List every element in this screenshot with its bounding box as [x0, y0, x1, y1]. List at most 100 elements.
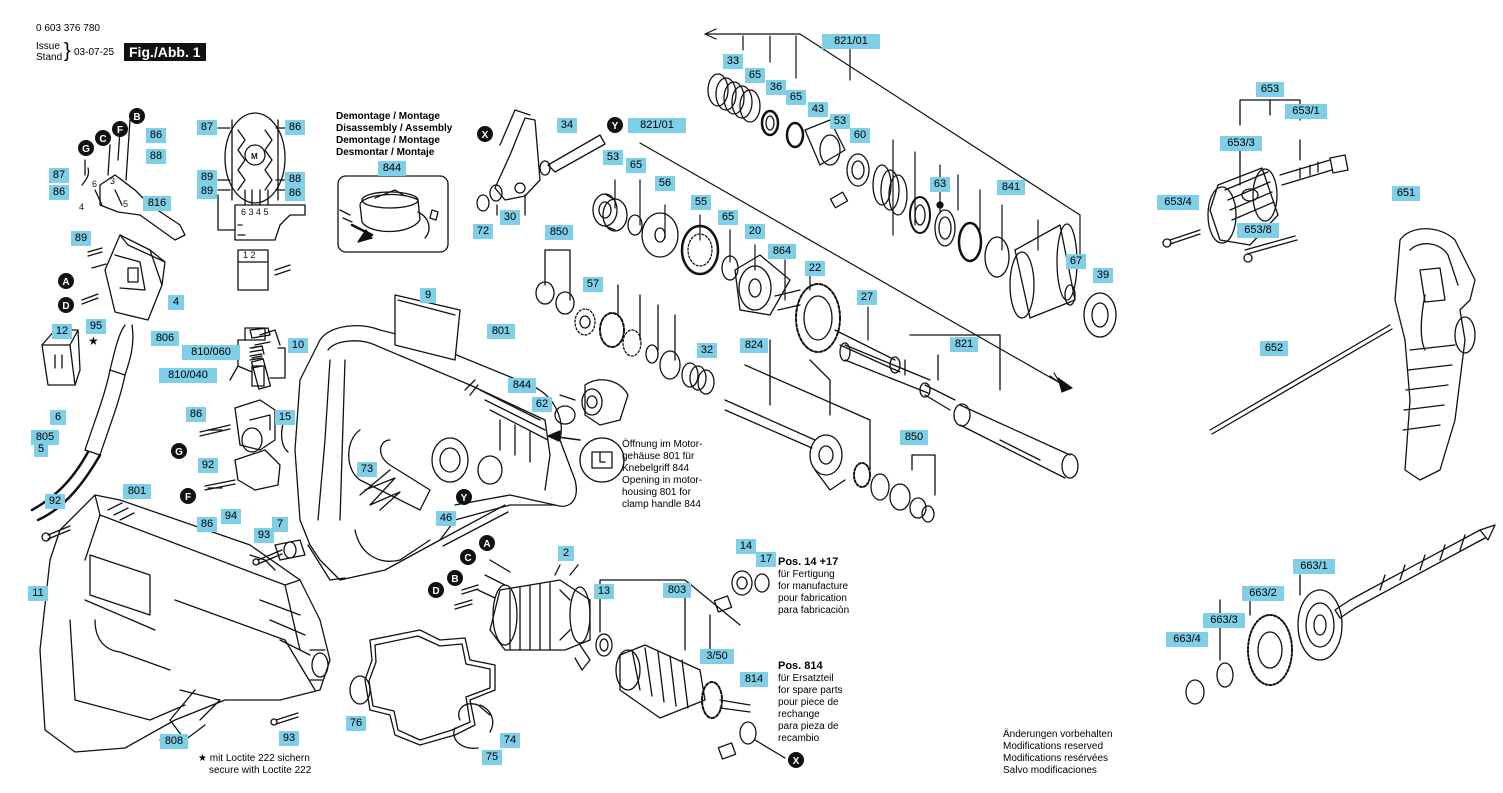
- label-53-b: 53: [603, 150, 623, 165]
- label-824: 824: [740, 338, 768, 353]
- housing-shell-11: [39, 494, 331, 753]
- label-821-01-b: 821/01: [628, 118, 686, 133]
- label-76: 76: [346, 716, 366, 731]
- needle-bearing-55: [680, 224, 739, 281]
- letter-A-left: A: [62, 277, 69, 288]
- label-86-c: 86: [146, 128, 166, 143]
- label-806: 806: [151, 331, 179, 346]
- modifications-note: Änderungen vorbehalten Modifications res…: [1003, 729, 1113, 776]
- label-3-50: 3/50: [700, 649, 734, 664]
- wire-num-6: 6: [92, 179, 97, 189]
- marker-F-mid: [180, 488, 196, 504]
- label-62: 62: [532, 397, 552, 412]
- label-89-b: 89: [197, 184, 217, 199]
- label-65-d: 65: [718, 210, 738, 225]
- label-94: 94: [221, 509, 241, 524]
- label-56: 56: [655, 176, 675, 191]
- marker-B-bottom: [447, 570, 463, 586]
- marker-Y-housing: [456, 489, 472, 505]
- figure-title: Fig./Abb. 1: [124, 43, 206, 61]
- disassembly-inset: [337, 175, 449, 253]
- label-88-b: 88: [146, 149, 166, 164]
- brace: }: [64, 40, 71, 62]
- letter-F-mid: F: [185, 492, 191, 503]
- label-651: 651: [1392, 186, 1420, 201]
- label-86-a: 86: [285, 120, 305, 135]
- wire-num-3: 3: [110, 176, 115, 186]
- label-663-2: 663/2: [1242, 586, 1284, 601]
- letter-B-top: B: [133, 112, 140, 123]
- terminal-numbers: 6 3 4 5: [241, 207, 269, 217]
- label-653: 653: [1256, 82, 1284, 97]
- gasket-76: [349, 629, 496, 746]
- label-15: 15: [275, 410, 295, 425]
- marker-D-bottom: [428, 582, 444, 598]
- label-801-a: 801: [487, 324, 515, 339]
- letter-C-top: C: [99, 134, 106, 145]
- label-653-1: 653/1: [1285, 104, 1327, 119]
- bearing-850-bottom: [889, 454, 936, 523]
- label-32: 32: [697, 343, 717, 358]
- label-652: 652: [1260, 341, 1288, 356]
- label-14: 14: [736, 539, 756, 554]
- label-75: 75: [482, 750, 502, 765]
- label-850-a: 850: [545, 225, 573, 240]
- label-43: 43: [808, 102, 828, 117]
- letter-G-mid: G: [175, 447, 183, 458]
- armature-803: [615, 594, 786, 760]
- wire-num-5: 5: [123, 199, 128, 209]
- pin-46: [439, 504, 509, 547]
- label-89-c: 89: [71, 231, 91, 246]
- label-87-b: 87: [49, 168, 69, 183]
- label-93-a: 93: [254, 528, 274, 543]
- marker-C-top: [95, 130, 111, 146]
- aux-handle-651: [1394, 228, 1476, 481]
- loctite-star: ★: [88, 334, 99, 348]
- label-73: 73: [357, 462, 377, 477]
- assembly-note: Demontage / Montage Disassembly / Assemb…: [336, 111, 453, 158]
- shaft-824: [724, 339, 890, 501]
- label-810-060: 810/060: [182, 345, 240, 360]
- label-844-b: 844: [378, 161, 406, 176]
- label-841: 841: [997, 180, 1025, 195]
- label-2: 2: [558, 546, 574, 561]
- marker-Y-top: [607, 117, 623, 133]
- label-10: 10: [288, 338, 308, 353]
- motor-wiring-detail: [217, 112, 306, 291]
- label-7: 7: [272, 517, 288, 532]
- label-55: 55: [691, 195, 711, 210]
- label-93-b: 93: [279, 731, 299, 746]
- label-13: 13: [594, 584, 614, 599]
- label-33: 33: [723, 54, 743, 69]
- label-67: 67: [1066, 254, 1086, 269]
- label-53-a: 53: [830, 114, 850, 129]
- label-34: 34: [557, 118, 577, 133]
- marker-B-top: [129, 108, 145, 124]
- label-72: 72: [473, 224, 493, 239]
- label-11: 11: [28, 586, 48, 601]
- opening-note: Öffnung im Motor- gehäuse 801 für Knebel…: [622, 439, 703, 510]
- letter-marker-text: B F C G A D G F X Y Y A C B D X: [62, 112, 799, 767]
- pos-14-17-note: Pos. 14 +17 für Fertigung for manufactur…: [778, 556, 850, 616]
- drill-bit-group: [1185, 524, 1496, 705]
- spindle-821: [904, 334, 1079, 479]
- marker-A-bottom: [479, 535, 495, 551]
- switch-and-cable: [30, 119, 186, 522]
- label-86-e: 86: [186, 407, 206, 422]
- label-86-b: 86: [285, 186, 305, 201]
- washer-56: [627, 212, 679, 258]
- label-92-a: 92: [198, 458, 218, 473]
- label-864: 864: [768, 244, 796, 259]
- label-22: 22: [805, 261, 825, 276]
- rings-65-36-65: [760, 109, 870, 209]
- label-814: 814: [740, 672, 768, 687]
- issue-label: Issue: [36, 41, 60, 52]
- label-88-a: 88: [285, 172, 305, 187]
- label-663-3: 663/3: [1203, 613, 1245, 628]
- spring-73: [359, 469, 401, 511]
- label-844-a: 844: [508, 378, 536, 393]
- marker-D-left: [58, 297, 74, 313]
- label-17: 17: [756, 552, 776, 567]
- stand-label: Stand: [36, 52, 63, 63]
